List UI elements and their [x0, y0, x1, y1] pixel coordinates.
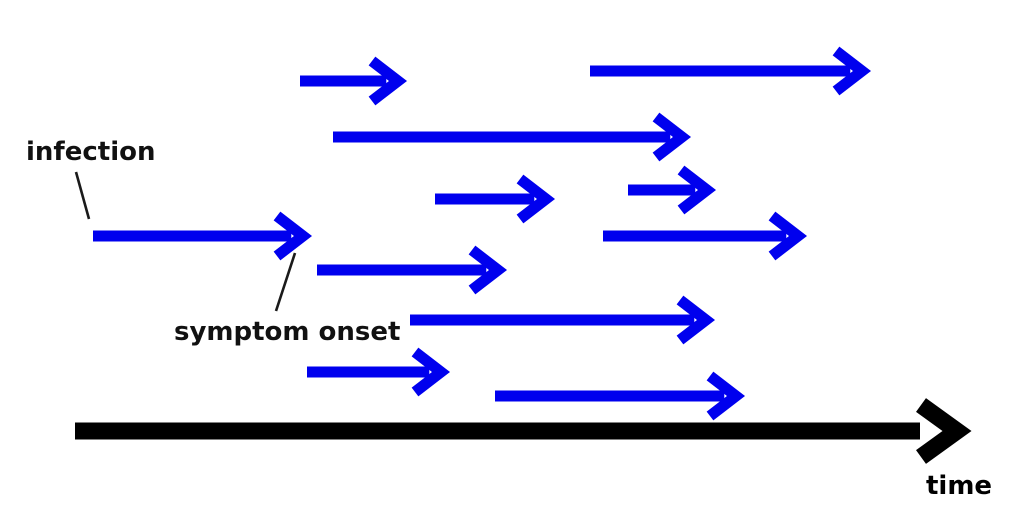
time-axis-group [75, 398, 972, 464]
case-arrow-head-icon [468, 245, 508, 295]
case-arrow [333, 112, 692, 162]
case-arrow-head-icon [516, 174, 556, 224]
case-arrow [628, 165, 717, 215]
case-arrow [300, 56, 408, 106]
labels-group: infection symptom onset time [26, 137, 992, 501]
infection-leader-line [74, 171, 91, 220]
case-arrow-head-icon [368, 56, 408, 106]
case-arrow [93, 211, 313, 261]
case-arrow [495, 371, 746, 421]
time-axis-arrowhead [916, 398, 972, 464]
case-arrow [435, 174, 556, 224]
case-arrows-group [93, 46, 872, 421]
case-arrow-head-icon [768, 211, 808, 261]
case-arrow [307, 347, 451, 397]
time-axis-label: time [926, 471, 992, 501]
case-arrow-head-icon [273, 211, 313, 261]
case-arrow [410, 295, 716, 345]
case-arrow [590, 46, 872, 96]
case-arrow-head-icon [706, 371, 746, 421]
annotation-leader-lines-group [74, 171, 297, 312]
case-arrow-head-icon [652, 112, 692, 162]
case-arrow-head-icon [676, 295, 716, 345]
infection-label: infection [26, 137, 156, 167]
case-arrow-head-icon [832, 46, 872, 96]
case-arrow-head-icon [677, 165, 717, 215]
symptom-onset-label: symptom onset [174, 317, 400, 347]
case-arrow [603, 211, 808, 261]
case-arrow [317, 245, 508, 295]
case-arrow-head-icon [411, 347, 451, 397]
symptom-onset-leader-line [274, 252, 297, 312]
